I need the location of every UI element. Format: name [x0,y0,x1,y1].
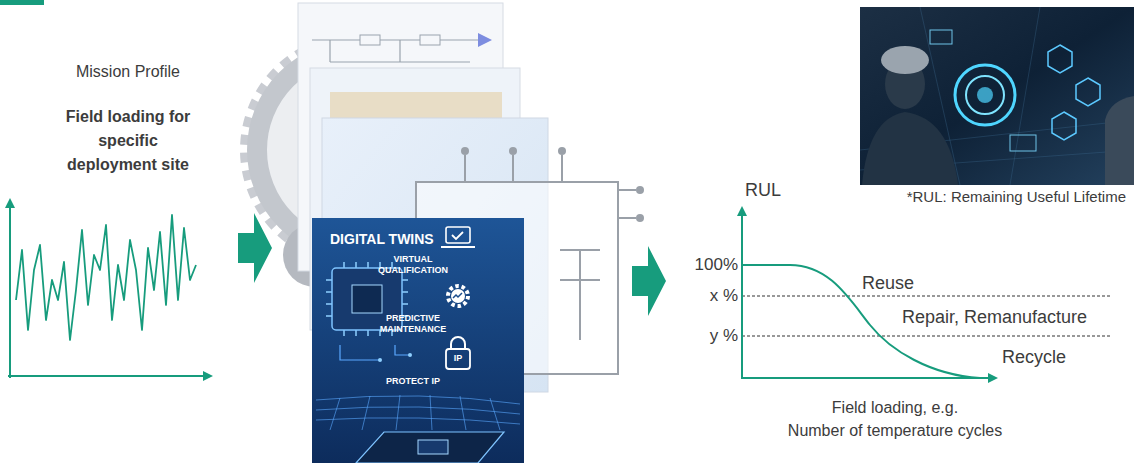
digital-twin-panel: DIGITAL TWINS VIRTUALQUALIFICATION PREDICT… [312,218,524,463]
zone-label: Reuse [862,273,982,294]
mesh-line [316,407,520,414]
port-dot [636,214,644,222]
panel-title: DIGITAL TWINS [330,231,480,248]
chip-illustration [326,262,412,362]
laptop-icon [441,227,475,247]
port-dot [509,147,517,155]
axis-arrowhead [5,198,15,208]
x-axis [8,375,205,377]
x-axis [741,377,990,379]
section-subheading: Field loading forspecificdeployment site [18,105,238,177]
resistor-symbol [420,35,440,45]
feature-label: PROTECT IP [368,376,458,387]
person-helmet [881,46,929,74]
robot-arm [1105,96,1134,185]
axis-tick: y % [678,326,738,346]
icon-text: IP [447,353,469,364]
port-dot [636,186,644,194]
footnote: *RUL: Remaining Useful Lifetime [826,188,1126,206]
mesh-line [330,395,500,430]
axis-tick: 100% [678,255,738,275]
trace-dot [408,353,412,357]
y-axis [9,206,11,378]
feature-label: PREDICTIVEMAINTENANCE [368,313,458,335]
axis-arrowhead [203,371,213,381]
hexagon [1048,45,1072,73]
trend-mark [453,293,462,298]
y-axis [741,214,743,379]
laptop-screen [446,227,470,243]
axis-tick: x % [678,286,738,306]
digital-twin-panel [312,218,524,463]
zone-label: Repair, Remanufacture [902,307,1128,328]
threshold-line [742,336,1112,337]
axis-arrowhead [737,206,747,216]
laptop-base [441,246,475,248]
hexagon [1076,78,1100,106]
lock-icon [446,337,470,369]
photo-illustration [860,7,1134,185]
photo-ground [860,7,1134,185]
axis-title: RUL [745,180,805,201]
flow-arrow [632,246,666,316]
image-stack [244,3,644,463]
mission-profile-chart [5,198,213,381]
section-heading: Mission Profile [18,62,238,82]
threshold-line [742,296,1112,297]
board-die [418,440,448,454]
gear-teeth [448,286,468,306]
glow-core [977,87,993,103]
zone-label: Recycle [1002,347,1122,368]
trace-dot [378,358,382,362]
gear-body [451,289,465,303]
port-dot [558,147,566,155]
hexagon [1052,112,1076,140]
person-body [862,112,958,185]
photo-grid [860,7,1134,185]
chip-die [352,285,382,313]
feature-label: VIRTUALQUALIFICATION [368,254,458,276]
mesh-illustration [316,395,520,430]
amplifier-symbol [478,33,492,47]
glow-ring [966,76,1004,114]
mesh-line [316,396,520,404]
board-chip [356,432,504,463]
resistor-symbol [360,35,380,45]
axis-arrowhead [988,373,998,383]
axis-title: Field loading, e.g.Number of temperature… [755,396,1035,442]
hud-panel [930,30,952,44]
glow-ring [955,65,1015,125]
lock-shackle [451,337,465,349]
lock-body [446,349,470,369]
schematic-wires [312,40,478,62]
circuit-trace [340,345,410,360]
field-load-signal [16,215,196,340]
mesh-line [316,418,520,424]
accent-bar [0,0,44,5]
port-dot [461,147,469,155]
hud-panel [1010,135,1036,151]
gear-icon [448,286,468,306]
check-mark [452,232,463,239]
